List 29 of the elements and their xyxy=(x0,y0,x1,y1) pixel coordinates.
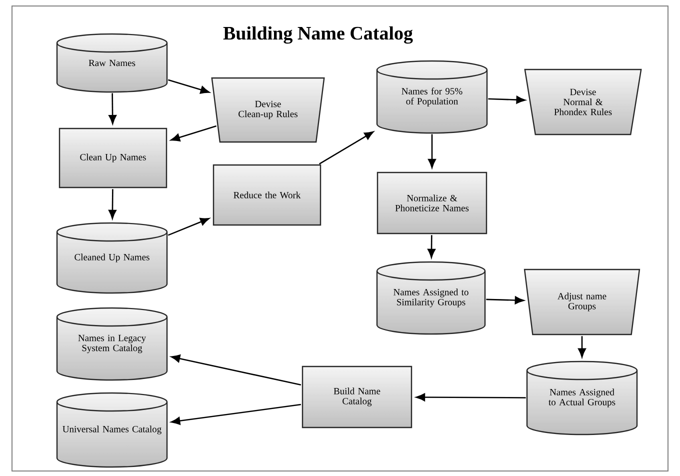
arrow xyxy=(486,296,524,304)
manual-step-trapezoid: Devise Normal & Phondex Rules xyxy=(524,68,642,136)
process-box: Clean Up Names xyxy=(58,128,168,188)
arrow xyxy=(428,134,436,168)
data-store-cylinder: Names Assigned to Actual Groups xyxy=(526,360,638,436)
arrow xyxy=(416,393,526,402)
arrow xyxy=(428,235,436,258)
data-store-cylinder: Names in Legacy System Catalog xyxy=(56,307,168,381)
arrow xyxy=(170,354,302,386)
data-store-cylinder: Raw Names xyxy=(56,33,168,93)
arrow xyxy=(108,189,116,219)
arrow xyxy=(578,336,586,358)
data-store-cylinder: Names for 95% of Population xyxy=(376,60,488,134)
manual-step-trapezoid: Devise Clean-up Rules xyxy=(211,77,325,143)
arrow xyxy=(170,404,301,425)
arrow xyxy=(168,218,210,236)
title: Building Name Catalog xyxy=(223,26,413,44)
arrow xyxy=(170,125,216,142)
process-box: Build Name Catalog xyxy=(302,366,412,428)
process-box: Reduce the Work xyxy=(212,164,322,226)
data-store-cylinder: Names Assigned to Similarity Groups xyxy=(376,261,486,335)
manual-step-trapezoid: Adjust name Groups xyxy=(524,268,640,336)
arrow xyxy=(319,131,374,164)
process-box: Normalize & Phoneticize Names xyxy=(376,172,488,234)
arrow xyxy=(168,79,210,94)
data-store-cylinder: Universal Names Catalog xyxy=(56,392,168,468)
arrow xyxy=(108,93,117,124)
arrow xyxy=(488,96,526,104)
data-store-cylinder: Cleaned Up Names xyxy=(56,222,168,294)
